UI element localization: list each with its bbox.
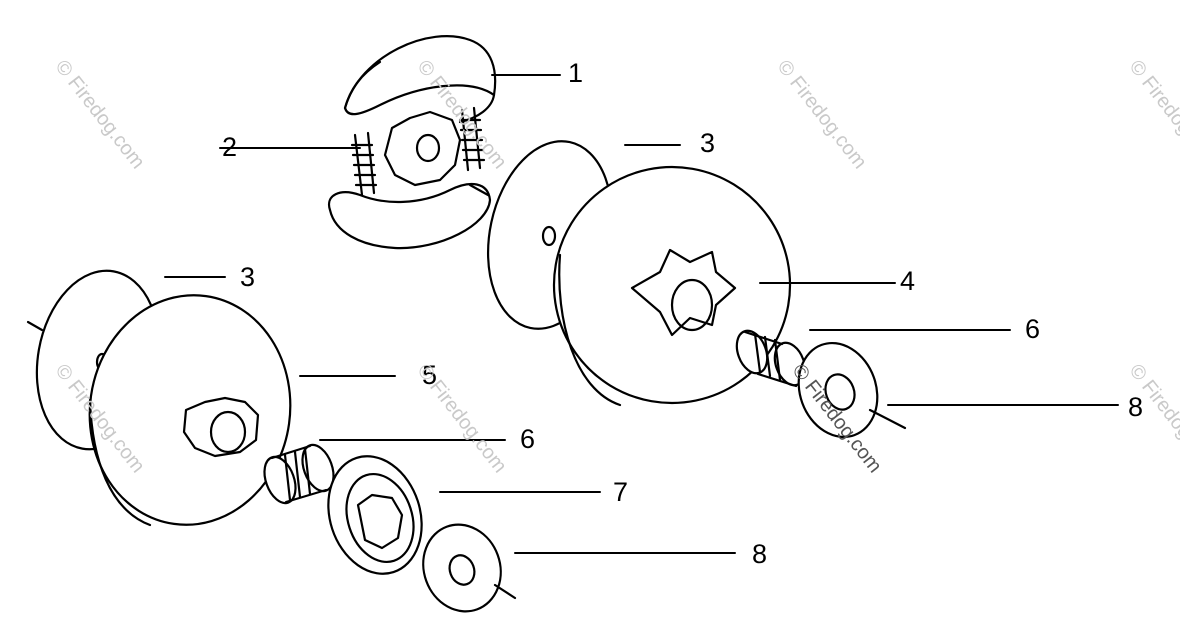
callout-8-lower: 8 xyxy=(752,539,768,569)
callout-5: 5 xyxy=(422,360,438,390)
clutch-spring-part-2 xyxy=(350,106,486,197)
washer-part-8-lower xyxy=(422,523,517,613)
clutch-shoe-lower xyxy=(327,182,492,250)
callout-3-upper: 3 xyxy=(700,128,716,158)
callout-4: 4 xyxy=(900,266,916,296)
clutch-drum-part-5 xyxy=(88,294,292,527)
needle-bearing-part-6-upper xyxy=(735,329,807,388)
clutch-shoe-part-1 xyxy=(343,35,497,124)
clutch-drum-part-4 xyxy=(552,165,792,407)
rim-sprocket-part-7 xyxy=(327,455,423,575)
needle-bearing-part-6-lower xyxy=(263,443,335,505)
callout-7: 7 xyxy=(613,477,629,507)
callout-6-lower: 6 xyxy=(520,424,536,454)
washer-part-8-upper xyxy=(797,341,907,439)
leader-lines xyxy=(164,74,1119,554)
callout-8-upper: 8 xyxy=(1128,392,1144,422)
callout-6-upper: 6 xyxy=(1025,314,1041,344)
callout-2: 2 xyxy=(222,132,238,162)
callout-1: 1 xyxy=(568,58,584,88)
callout-3-lower: 3 xyxy=(240,262,256,292)
